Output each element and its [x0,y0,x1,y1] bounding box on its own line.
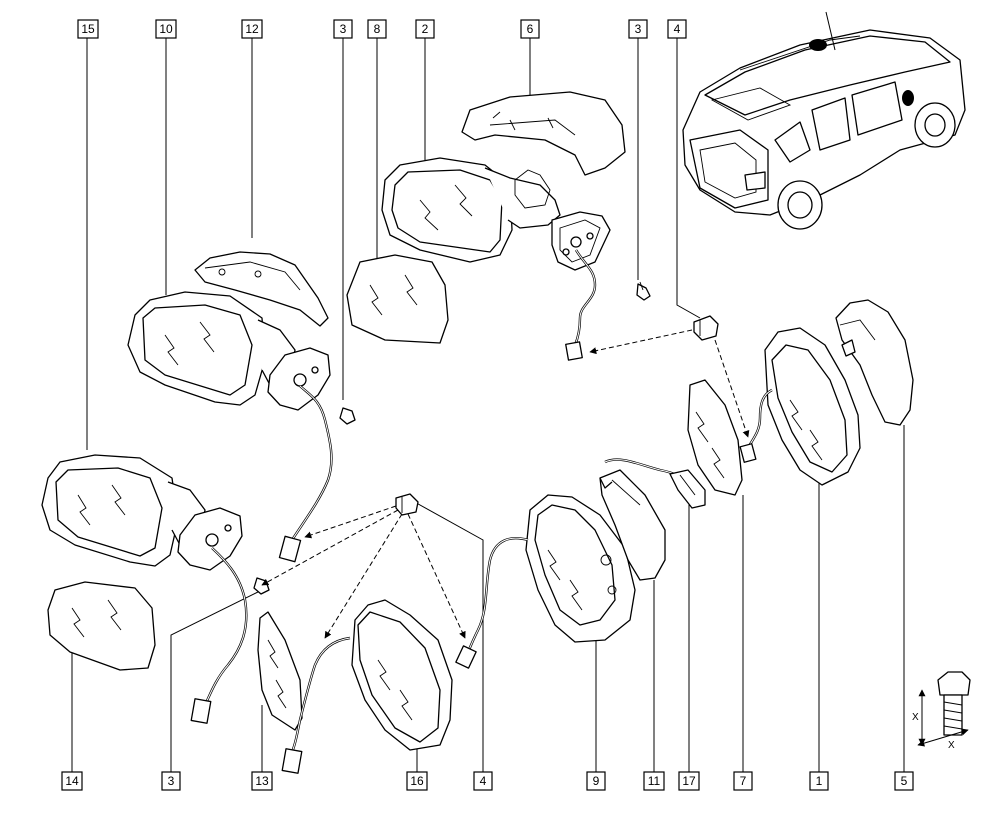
leader-lines [71,38,905,772]
callout-15: 15 [77,19,99,39]
svg-text:7: 7 [740,774,747,788]
mirror-housing-part-16 [351,599,453,751]
svg-text:6: 6 [527,22,534,36]
clip-part-17 [604,458,706,509]
assembly-arrows [261,329,750,639]
callout-8: 8 [367,19,387,39]
callout-4a: 4 [667,19,687,39]
callouts-top: 15 10 12 3 8 2 6 3 4 [77,19,687,39]
fastener-dimension-icon: X X [912,671,971,751]
mirror-glass-part-13 [257,611,351,774]
callout-3a: 3 [333,19,353,39]
mirror-glass-part-14 [47,581,156,671]
callout-11: 11 [643,771,665,791]
svg-text:8: 8 [374,22,381,36]
mirror-housing-part-9 [455,494,636,669]
mirror-cover-part-5 [835,299,914,426]
callout-13: 13 [251,771,273,791]
dimension-label-x1: X [912,712,919,723]
svg-text:13: 13 [255,774,269,788]
bolt-part-3-bottom [253,577,270,595]
bolt-part-3-top [636,281,651,301]
callout-9: 9 [586,771,606,791]
mirror-assembly-part-10 [127,291,333,563]
svg-text:1: 1 [816,774,823,788]
callout-14: 14 [61,771,83,791]
side-repeater-part-11 [599,469,666,581]
mirror-housing-part-1 [739,327,861,486]
mirror-assembly-part-2 [381,157,611,361]
callouts-bottom: 14 3 13 16 4 9 11 17 7 1 5 [61,771,914,791]
mirror-cover-part-6 [461,91,626,176]
vehicle-illustration [682,11,966,230]
svg-text:12: 12 [245,22,259,36]
callout-5: 5 [894,771,914,791]
callout-12: 12 [241,19,263,39]
svg-text:15: 15 [81,22,95,36]
mirror-assembly-part-15 [41,454,248,724]
svg-text:4: 4 [674,22,681,36]
svg-text:3: 3 [340,22,347,36]
svg-text:2: 2 [422,22,429,36]
svg-text:3: 3 [635,22,642,36]
callout-3c: 3 [161,771,181,791]
callout-17: 17 [678,771,700,791]
callout-2: 2 [415,19,435,39]
callout-16: 16 [406,771,428,791]
mirror-glass-part-8 [346,254,449,344]
callout-1: 1 [809,771,829,791]
svg-text:9: 9 [593,774,600,788]
callout-4b: 4 [473,771,493,791]
connector-part-4-center [395,493,419,516]
svg-text:16: 16 [410,774,424,788]
mirror-glass-part-7 [687,379,743,496]
svg-text:5: 5 [901,774,908,788]
mirror-cover-part-12 [194,251,329,327]
svg-text:10: 10 [159,22,173,36]
callout-3b: 3 [628,19,648,39]
svg-text:4: 4 [480,774,487,788]
callout-10: 10 [155,19,177,39]
callout-6: 6 [520,19,540,39]
callout-7: 7 [733,771,753,791]
svg-text:17: 17 [682,774,696,788]
svg-text:14: 14 [65,774,79,788]
bolt-part-3-left [339,407,356,425]
connector-part-4-top [693,315,719,341]
dimension-label-x2: X [948,740,955,751]
svg-text:11: 11 [648,774,661,788]
svg-text:3: 3 [168,774,175,788]
